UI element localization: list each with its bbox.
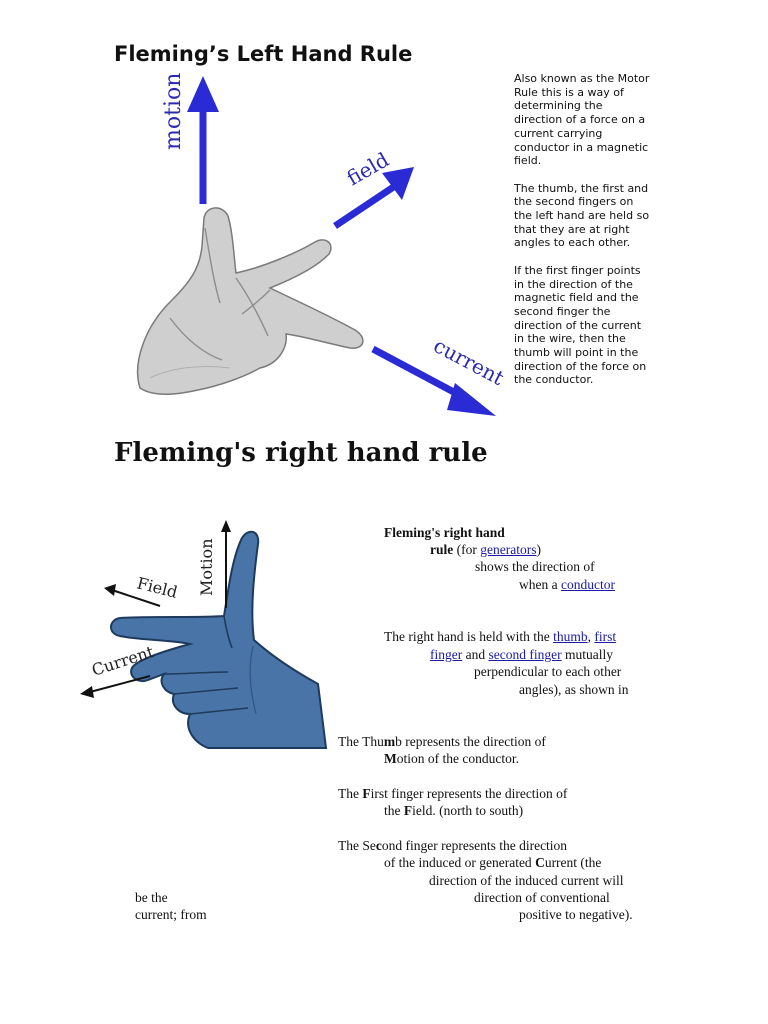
first-finger-line2: the Field. (north to south): [384, 802, 523, 819]
rh-intro-line1: Fleming's right hand: [384, 524, 505, 541]
first-finger-line1: The First finger represents the directio…: [338, 785, 567, 802]
rh-intro-line4: when a conductor: [519, 576, 615, 593]
motion-label: motion: [161, 73, 186, 150]
right-hand-diagram: Motion Field Current: [78, 518, 334, 766]
thumb-line2: Motion of the conductor.: [384, 750, 519, 767]
field-label: field: [343, 147, 394, 190]
rh-field-label: Field: [135, 573, 179, 601]
motion-arrow: [187, 76, 219, 204]
para3: If the first finger points in the direct…: [514, 264, 664, 387]
thumb-line1: The Thumb represents the direction of: [338, 733, 546, 750]
rh-intro-line3: shows the direction of: [475, 558, 595, 575]
rh-current-arrow: [80, 676, 150, 698]
left-hand-illustration: [138, 208, 363, 394]
left-col-line1: be the: [135, 889, 168, 906]
right-hand-illustration: [111, 532, 326, 748]
motor-rule-description: Also known as the Motor Rule this is a w…: [514, 72, 664, 387]
second-finger-line1: The Second finger represents the directi…: [338, 837, 567, 854]
rh-intro-line2: rule (for generators): [430, 541, 541, 558]
second-finger-link[interactable]: second finger: [488, 647, 561, 662]
second-finger-line2: of the induced or generated Current (the: [384, 854, 601, 871]
para1: Also known as the Motor Rule this is a w…: [514, 72, 664, 168]
right-col-line1: direction of conventional: [474, 889, 610, 906]
generators-link[interactable]: generators: [480, 542, 536, 557]
thumb-link[interactable]: thumb: [553, 629, 588, 644]
conductor-link[interactable]: conductor: [561, 577, 615, 592]
rh-hand-line4: angles), as shown in: [519, 681, 628, 698]
rh-hand-line1: The right hand is held with the thumb, f…: [384, 628, 616, 645]
right-hand-rule-title: Fleming's right hand rule: [114, 438, 488, 468]
rh-motion-label: Motion: [197, 539, 216, 597]
second-finger-line3: direction of the induced current will: [429, 872, 624, 889]
finger-link[interactable]: finger: [430, 647, 462, 662]
first-link[interactable]: first: [594, 629, 616, 644]
left-hand-rule-title: Fleming’s Left Hand Rule: [114, 42, 412, 66]
rh-hand-line3: perpendicular to each other: [474, 663, 621, 680]
para2: The thumb, the first and the second fing…: [514, 182, 664, 251]
left-col-line2: current; from: [135, 906, 207, 923]
rh-hand-line2: finger and second finger mutually: [430, 646, 613, 663]
right-col-line2: positive to negative).: [519, 906, 633, 923]
left-hand-diagram: motion field current: [110, 68, 510, 424]
